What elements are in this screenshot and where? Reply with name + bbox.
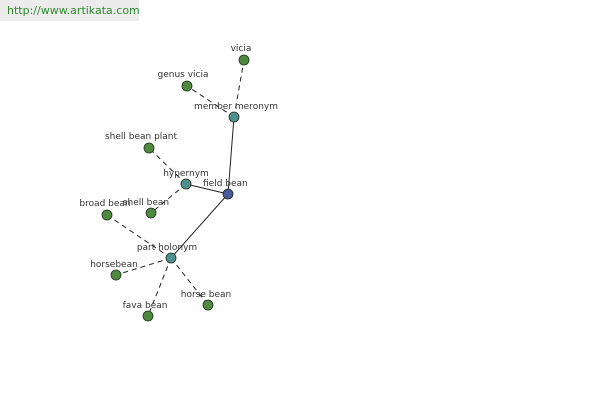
edge-member-meronym-to-vicia [233,59,245,118]
node-horsebean[interactable] [110,269,122,281]
edges-layer [106,59,245,317]
node-label-vicia[interactable]: vicia [231,44,252,54]
node-hypernym[interactable] [180,178,192,190]
node-fava-bean[interactable] [142,310,154,322]
edge-part-holonym-to-horse-bean [170,257,209,306]
node-label-horsebean[interactable]: horsebean [90,260,138,270]
node-label-horse-bean[interactable]: horse bean [181,290,231,300]
node-vicia[interactable] [238,54,250,66]
edge-part-holonym-to-broad-bean [106,214,172,259]
node-label-shell-bean[interactable]: shell bean [123,198,169,208]
node-part-holonym[interactable] [165,252,177,264]
edge-member-meronym-to-genus-vicia [186,85,235,118]
nodes-layer [101,54,250,322]
node-label-genus-vicia[interactable]: genus vicia [158,70,209,80]
node-field-bean[interactable] [222,188,234,200]
edge-field-bean-to-hypernym [185,183,229,195]
edge-field-bean-to-member-meronym [227,116,235,195]
node-label-member-meronym[interactable]: member meronym [194,102,278,112]
node-label-hypernym[interactable]: hypernym [163,169,209,179]
labels-layer: field bean member meronym hypernym part hol… [79,44,278,311]
node-shell-bean[interactable] [145,207,157,219]
node-label-field-bean[interactable]: field bean [203,179,248,189]
node-broad-bean[interactable] [101,209,113,221]
watermark-url: http://www.artikata.com [0,0,140,21]
node-label-shell-bean-plant[interactable]: shell bean plant [105,132,178,142]
node-label-broad-bean[interactable]: broad bean [79,199,130,209]
node-genus-vicia[interactable] [181,80,193,92]
node-label-part-holonym[interactable]: part holonym [137,243,197,253]
node-label-fava-bean[interactable]: fava bean [123,301,168,311]
edge-part-holonym-to-fava-bean [147,257,172,317]
edge-hypernym-to-shell-bean [150,183,187,214]
edge-part-holonym-to-horsebean [115,257,172,276]
node-shell-bean-plant[interactable] [143,142,155,154]
edge-field-bean-to-part-holonym [170,193,229,259]
node-horse-bean[interactable] [202,299,214,311]
node-member-meronym[interactable] [228,111,240,123]
